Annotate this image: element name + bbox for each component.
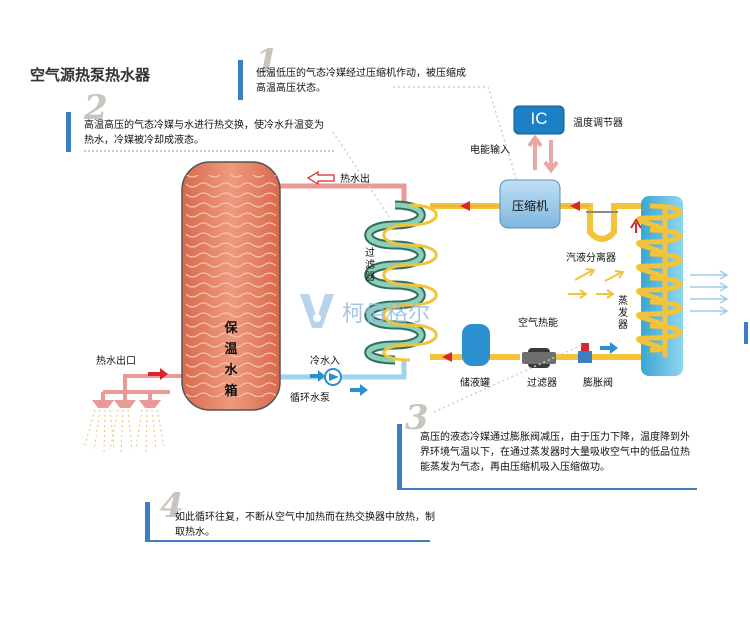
air-energy-label: 空气热能 [518,318,558,329]
hot-water-out-pipe [278,183,407,205]
step1-numeral: 1 [255,42,279,82]
filter-device [522,348,556,368]
expansion-valve-label: 膨胀阀 [583,378,613,389]
outlet-arrow [148,368,168,380]
shower-heads [83,400,165,453]
watermark-logo [300,294,334,328]
temp-control-label: 温度调节器 [573,118,623,129]
step1-bar [238,60,243,100]
evaporator-label: 蒸发器 [618,296,628,331]
pump-label: 循环水泵 [290,393,330,404]
watermark-text: 柯佰格尔 [342,302,431,327]
step2-underline [84,150,334,152]
circulation-pump [324,368,342,386]
water-tank [181,161,281,411]
outgoing-air-arrows [690,270,729,316]
step3-text: 高压的液态冷媒通过膨胀阀减压，由于压力下降，温度降到外界环境气温以下，在通过蒸发… [420,432,690,473]
expansion-valve-device [578,343,592,363]
ic-controller [513,105,565,135]
heat-exchanger-coil [364,200,438,365]
separator-label: 汽液分离器 [566,253,616,264]
step3-bar [397,424,402,488]
compressor-label: 压缩机 [512,199,549,213]
leader-step1 [393,86,519,185]
step4-text: 如此循环往复，不断从空气中加热而在热交换器中放热，制取热水。 [175,512,435,538]
power-input-label: 电能输入 [470,145,510,156]
control-arrow [543,140,559,174]
leader-step3 [433,344,583,413]
step4-numeral: 4 [160,486,184,526]
hot-water-out-label: 热水出 [340,174,370,185]
step1-text: 低温低压的气态冷媒经过压缩机作动，被压缩成高温高压状态。 [256,68,466,94]
evaporator [636,196,683,376]
air-heat-arrow-3 [574,268,596,281]
step2-numeral: 2 [84,88,108,128]
air-heat-arrow-4 [604,270,625,282]
gas-liquid-separator [587,212,617,242]
tank-label: 保温水箱 [224,321,238,399]
air-heat-arrow-2 [596,289,615,299]
filter-label: 过滤器 [527,378,557,389]
leader-step2 [332,131,391,219]
cold-in-arrow [310,370,325,382]
right-edge-mark [744,322,748,344]
step2-bar [66,112,71,152]
flow-arrow-1 [460,201,470,211]
receiver-label: 储液罐 [460,378,490,389]
step3-underline [397,488,697,490]
pump-flow-arrow [350,384,368,396]
receiver-tank [462,324,490,366]
evap-flow-arrow [600,342,618,354]
flow-arrow-2 [570,201,580,211]
hot-water-arrow [306,170,335,186]
flow-arrow-4 [630,218,642,233]
cold-water-in-label: 冷水入 [310,356,340,367]
page-title: 空气源热泵热水器 [30,66,151,84]
step4-underline [145,540,430,542]
hot-water-outlet-label: 热水出口 [96,356,136,367]
step4-bar [145,502,150,540]
air-heat-arrow-1 [568,289,588,299]
filter-hx-label: 过滤器 [365,248,375,283]
ic-label: IC [530,109,548,128]
hot-water-outlet-pipe [101,374,183,400]
step3-numeral: 3 [405,398,429,438]
step2-text: 高温高压的气态冷媒与水进行热交换，使冷水升温变为热水，冷媒被冷却成液态。 [84,120,324,146]
flow-arrow-3 [442,352,452,362]
compressor [499,179,561,229]
power-input-arrow [527,134,543,170]
